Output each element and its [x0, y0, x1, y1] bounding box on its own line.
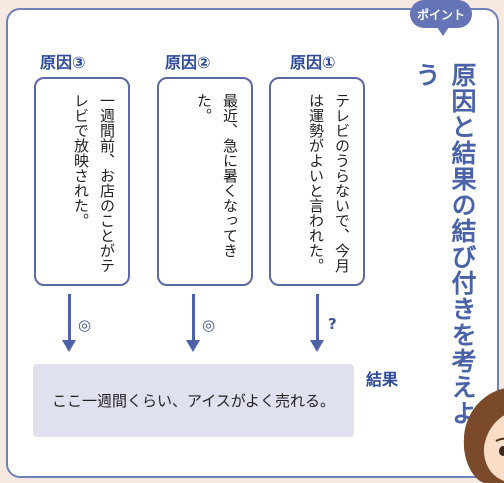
cause-3-arrowhead [62, 340, 76, 352]
vertical-heading: 原因と結果の結び付きを考えよう [412, 62, 477, 426]
cause-3-label: 原因③ [40, 53, 86, 72]
result-box: ここ一週間くらい、アイスがよく売れる。 [33, 364, 354, 437]
cause-2-text: 最近、急に暑くなってきた。 [195, 93, 239, 258]
cause-2-arrow [192, 294, 195, 342]
result-text: ここ一週間くらい、アイスがよく売れる。 [51, 392, 336, 410]
cause-2-card: 最近、急に暑くなってきた。 [157, 77, 253, 286]
cause-2-relation-mark: ◎ [202, 316, 216, 334]
cause-3-text: 一週間前、お店のことがテレビで放映された。 [72, 93, 116, 273]
cause-1-arrowhead [310, 340, 324, 352]
cause-1-text: テレビのうらないで、今月は運勢がよいと言われた。 [307, 93, 351, 273]
cause-1-arrow [316, 294, 319, 342]
cause-2-arrowhead [186, 340, 200, 352]
cause-1-relation-mark: ? [328, 315, 337, 333]
cause-3-relation-mark: ◎ [78, 316, 92, 334]
cause-1-card: テレビのうらないで、今月は運勢がよいと言われた。 [269, 77, 365, 286]
cause-2-label: 原因② [165, 53, 211, 72]
point-badge-tail [437, 27, 449, 36]
cause-3-card: 一週間前、お店のことがテレビで放映された。 [34, 77, 130, 286]
cause-1-label: 原因① [290, 53, 336, 72]
cause-3-arrow [68, 294, 71, 342]
character-illustration [463, 388, 504, 483]
point-badge: ポイント [410, 0, 472, 28]
result-label: 結果 [366, 370, 399, 389]
